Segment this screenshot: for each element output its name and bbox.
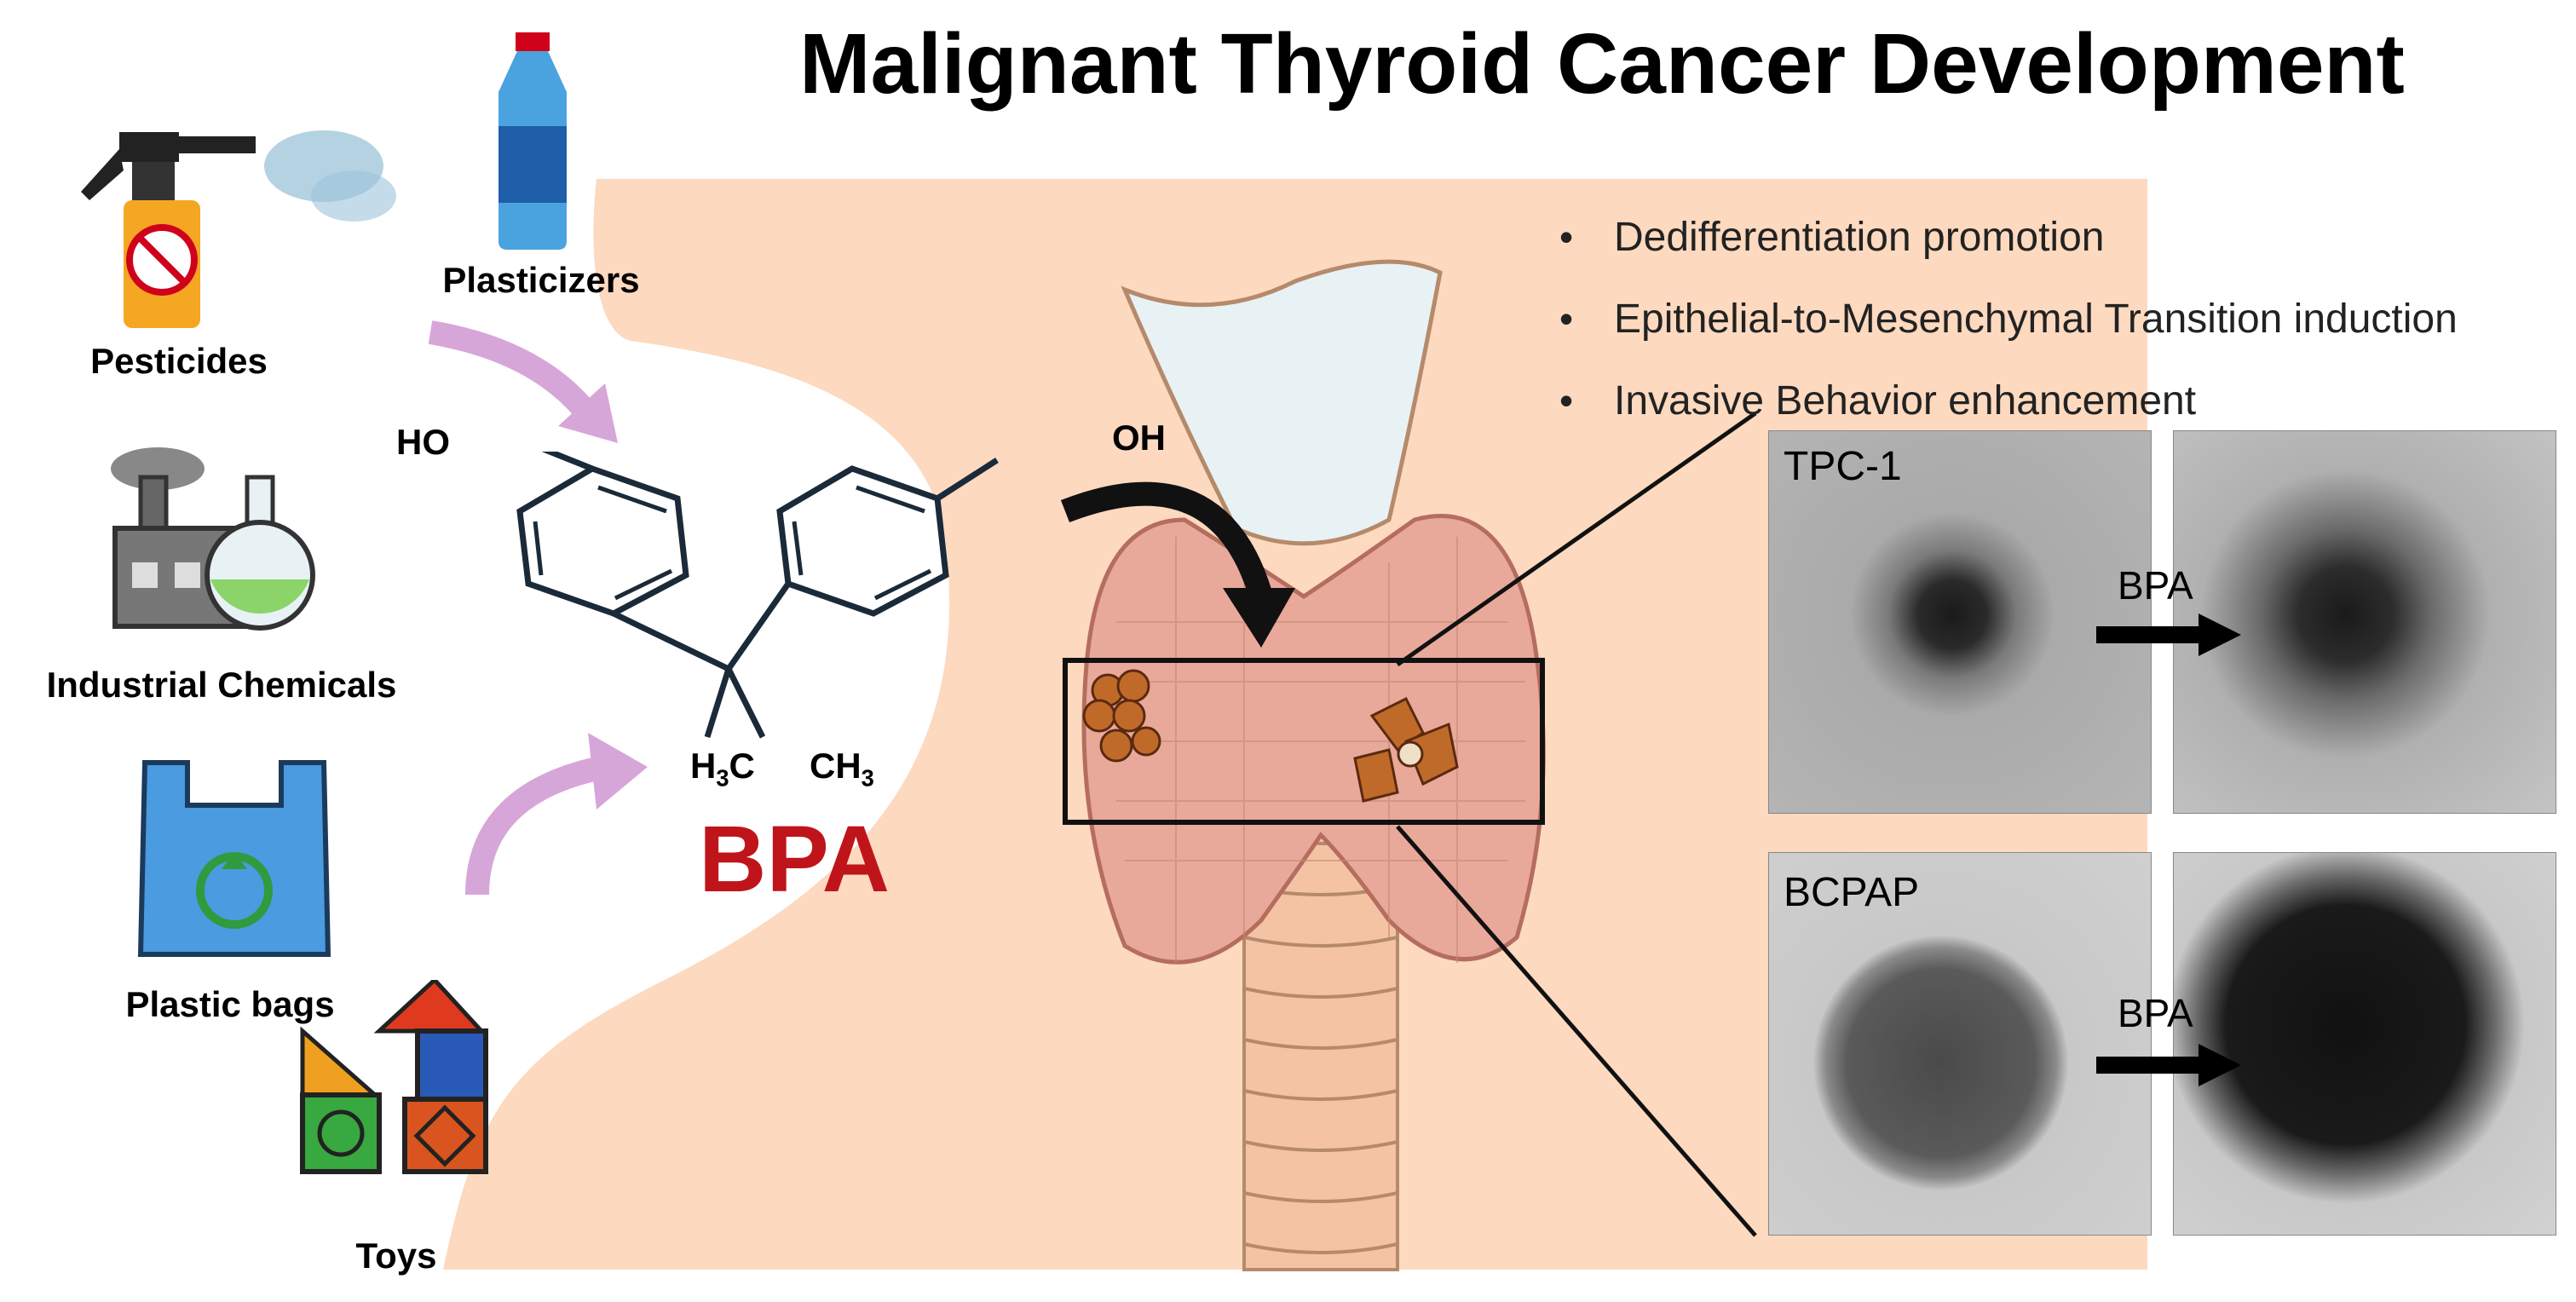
bpa-methyl-right: CH3: [810, 746, 874, 792]
recycle-bag-icon: [137, 760, 331, 957]
arrow-right-icon: [2096, 1044, 2241, 1086]
source-label-pesticides: Pesticides: [90, 341, 268, 381]
thyroid-gland: [1081, 514, 1546, 965]
effect-item: •Invasive Behavior enhancement: [1559, 377, 2197, 423]
curved-arrow-upper: [428, 320, 618, 443]
source-label-industrial-chemicals: Industrial Chemicals: [46, 665, 397, 705]
effect-item: •Dedifferentiation promotion: [1559, 214, 2105, 260]
bpa-entry-arrow: [1060, 481, 1273, 601]
bpa-methyl-left: H3C: [690, 746, 755, 792]
normal-cell-cluster: [1082, 669, 1161, 763]
source-label-toys: Toys: [355, 1236, 437, 1276]
micrograph-tpc1-control: [1768, 430, 2152, 814]
micrograph-tpc1-bpa: [2173, 430, 2556, 814]
bpa-hydroxyl-right: OH: [1112, 418, 1166, 458]
arrow-label-bpa-row2: BPA: [2118, 991, 2193, 1035]
source-label-plasticizers: Plasticizers: [442, 260, 640, 300]
source-label-plastic-bags: Plastic bags: [125, 984, 335, 1024]
bpa-hydroxyl-left: HO: [396, 422, 450, 462]
pesticide-sprayer-icon: [81, 130, 396, 328]
cell-line-label-bcpap: BCPAP: [1784, 870, 1920, 915]
page-title: Malignant Thyroid Cancer Development: [799, 16, 2405, 112]
invasive-cell-cluster: [1353, 696, 1459, 803]
arrow-right-icon: [2096, 614, 2241, 656]
zoom-box: [1063, 658, 1545, 825]
toy-blocks-icon: [300, 980, 488, 1174]
water-bottle-icon: [498, 32, 567, 250]
effects-list: •Dedifferentiation promotion •Epithelial…: [1559, 196, 2458, 441]
thyroid-illustration: [1060, 259, 1546, 1271]
zoom-connector-lines: [1396, 411, 1757, 1237]
thyroid-cartilage: [1121, 259, 1443, 546]
cell-line-label-tpc1: TPC-1: [1784, 444, 1902, 489]
bpa-structure: [516, 452, 999, 739]
micrograph-bcpap-bpa: [2173, 852, 2556, 1236]
factory-flask-icon: [111, 447, 315, 631]
curved-arrow-lower: [465, 733, 648, 896]
micrograph-bcpap-control: [1768, 852, 2152, 1236]
arrow-label-bpa-row1: BPA: [2118, 563, 2193, 608]
effect-item: •Epithelial-to-Mesenchymal Transition in…: [1559, 296, 2458, 342]
bpa-label: BPA: [699, 807, 890, 912]
